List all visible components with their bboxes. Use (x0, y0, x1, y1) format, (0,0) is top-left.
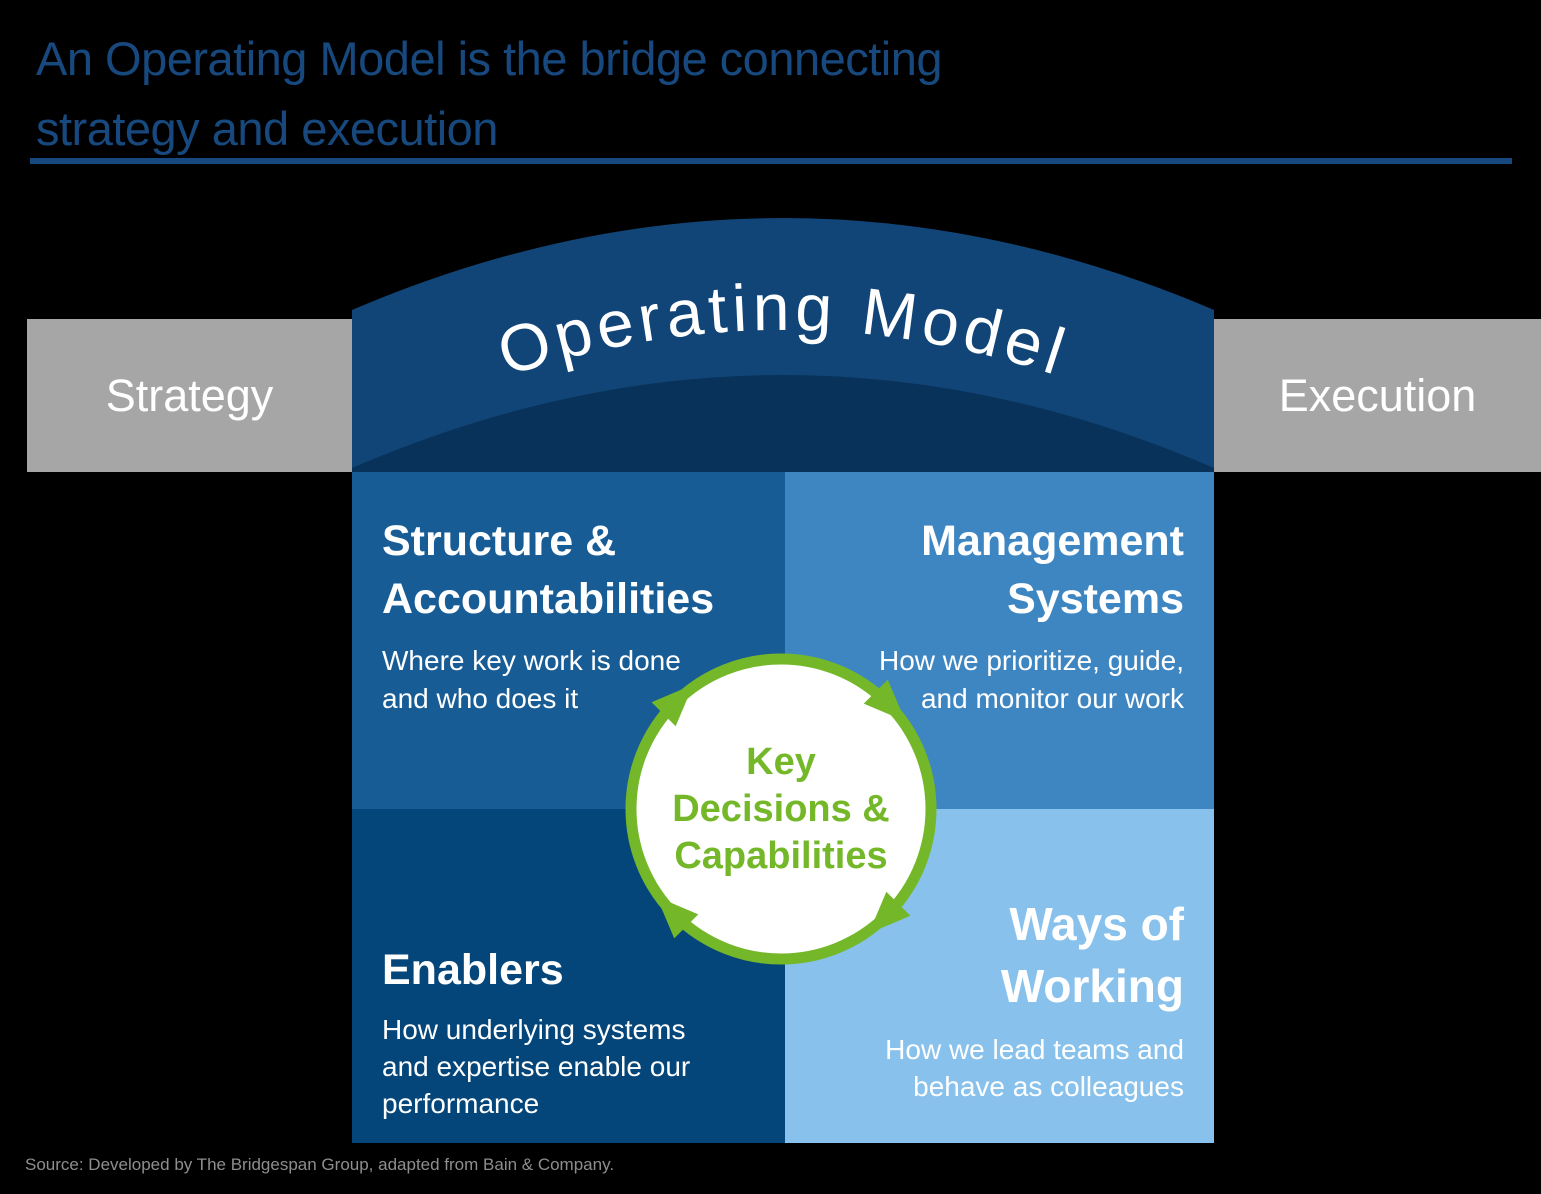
quadrant-title: Structure & Accountabilities (382, 517, 715, 623)
title-divider (30, 158, 1512, 164)
operating-model-arch: Operating Model (352, 218, 1214, 472)
arch-inner-shadow (352, 375, 1214, 472)
strategy-pillar-label: Strategy (105, 369, 274, 421)
quadrant-title: Enablers (382, 946, 564, 994)
key-decisions-cycle (625, 653, 937, 965)
execution-pillar-label: Execution (1278, 369, 1477, 421)
quadrant-ways-of-working: Ways of Working How we lead teams and be… (785, 809, 1214, 1143)
cycle-arrow-icon (656, 896, 699, 939)
cycle-arrow-icon (863, 679, 906, 722)
cycle-arrow-icon (868, 891, 911, 934)
quadrant-title: Ways of Working (1000, 898, 1184, 1012)
execution-pillar: Execution (1214, 319, 1541, 472)
source-note: Source: Developed by The Bridgespan Grou… (25, 1155, 615, 1174)
key-decisions-label: Key Decisions & Capabilities (672, 740, 890, 877)
strategy-pillar: Strategy (27, 319, 352, 472)
cycle-ring (625, 653, 937, 965)
cycle-arrow-icon (651, 684, 694, 727)
quadrant-description: Where key work is done and who does it (382, 645, 681, 714)
quadrant-description: How underlying systems and expertise ena… (382, 1014, 691, 1119)
quadrant-description: How we prioritize, guide, and monitor ou… (878, 645, 1184, 714)
page-title: An Operating Model is the bridge connect… (36, 32, 943, 155)
quadrant-description: How we lead teams and behave as colleagu… (885, 1034, 1184, 1102)
quadrant-management-systems: Management Systems How we prioritize, gu… (785, 472, 1214, 809)
quadrant-title: Management Systems (921, 517, 1184, 623)
